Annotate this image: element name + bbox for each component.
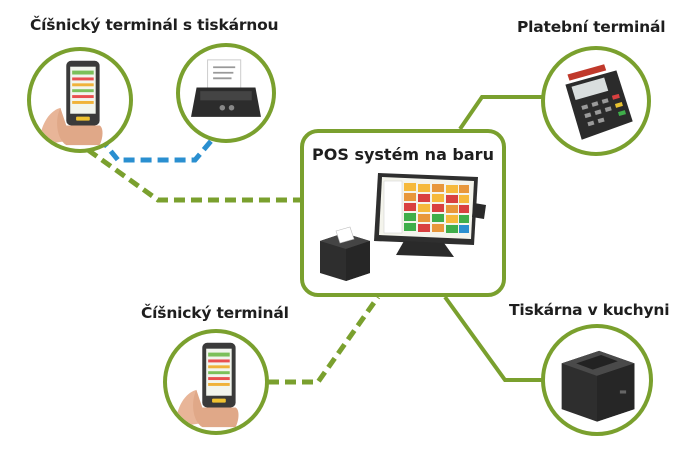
link-waiter-hub <box>268 295 381 385</box>
node-payment-terminal <box>541 46 651 156</box>
link-waiter-printer-hub <box>86 147 300 203</box>
node-kitchen-printer <box>541 324 653 436</box>
link-hub-kitchen <box>443 295 548 382</box>
hub-pos-system: POS systém na baru <box>300 129 506 297</box>
link-hub-payment <box>458 95 550 131</box>
pos-monitor-icon <box>320 173 486 281</box>
phone-icon <box>174 342 239 428</box>
label-kitchen: Tiskárna v kuchyni <box>509 301 670 319</box>
node-waiter-phone <box>27 47 133 153</box>
kitchen-printer-icon <box>561 350 635 422</box>
receipt-printer-icon <box>191 59 261 117</box>
hub-title: POS systém na baru <box>312 145 494 164</box>
node-mobile-printer <box>176 43 276 143</box>
phone-icon <box>38 60 103 146</box>
node-waiter-terminal <box>163 329 269 435</box>
label-waiter: Číšnický terminál <box>141 304 289 322</box>
label-payment: Platební terminál <box>517 18 666 36</box>
card-terminal-icon <box>565 64 633 140</box>
label-waiter-printer: Číšnický terminál s tiskárnou <box>30 16 279 34</box>
link-phone-printer <box>98 126 224 163</box>
